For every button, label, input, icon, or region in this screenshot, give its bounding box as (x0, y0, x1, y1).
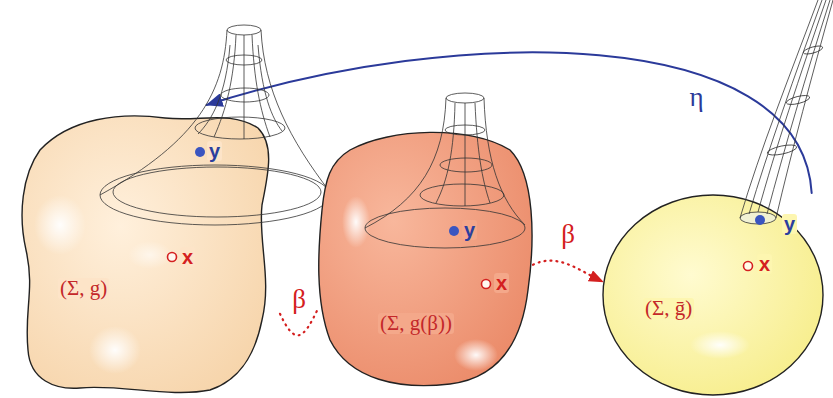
surface: yx (Σ, ḡ) (603, 193, 825, 395)
point-label: y (782, 214, 797, 234)
surface-label: (Σ, ḡ) (643, 298, 694, 319)
point-label: y (462, 220, 477, 240)
surface: y x (Σ, g(β)) (318, 128, 533, 386)
surface: y x (Σ, g) (18, 105, 280, 395)
point-label: x (757, 254, 772, 274)
surface-label: (Σ, g) (58, 278, 109, 299)
point-label: x (494, 273, 509, 293)
point-label: y (207, 141, 222, 161)
surface-outline (318, 128, 533, 386)
map-label: β (289, 286, 309, 313)
map-label: η (686, 84, 706, 111)
surface-label: (Σ, g(β)) (378, 313, 454, 334)
point-label: x (180, 247, 195, 267)
surface-outline (18, 105, 280, 395)
map-arrow (533, 261, 603, 282)
map-label: β (558, 221, 578, 248)
